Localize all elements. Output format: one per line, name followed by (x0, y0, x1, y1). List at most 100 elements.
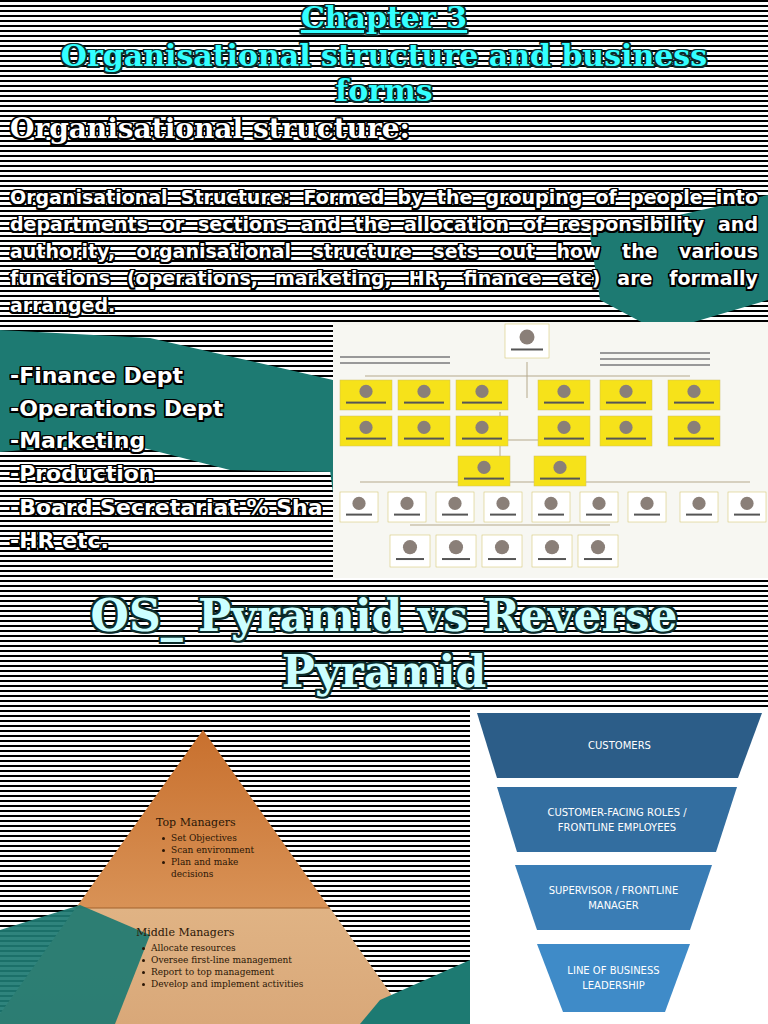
org-box (458, 456, 510, 486)
text-block: Organisational structure and business fo… (10, 38, 758, 108)
band-fill (515, 865, 712, 930)
org-box (388, 492, 426, 522)
band-label: SUPERVISOR / FRONTLINE MANAGER (544, 883, 684, 913)
name-bar (490, 514, 516, 516)
band-shape (515, 865, 712, 930)
portrait (740, 497, 753, 510)
definition-text: Organisational Structure: Formed by the … (10, 184, 758, 319)
tier-heading: Middle Managers (136, 925, 314, 940)
org-box (668, 380, 720, 410)
portrait (591, 540, 605, 554)
portrait (359, 385, 372, 398)
name-bar (734, 514, 760, 516)
name-bar (488, 558, 516, 560)
department-item: -Production (10, 460, 155, 488)
portrait (545, 540, 559, 554)
portrait (359, 421, 372, 434)
org-box (580, 492, 618, 522)
org-box (456, 416, 508, 446)
bullet-text: Plan and make decisions (171, 856, 264, 880)
org-box (600, 416, 652, 446)
reverse-pyramid-panel (470, 708, 768, 1024)
org-chart-image (340, 324, 766, 567)
teal-swoosh (360, 960, 470, 1024)
tier-heading: Top Managers (156, 815, 264, 830)
bullet-dot (162, 849, 165, 852)
org-note (600, 352, 710, 354)
band-label: CUSTOMER-FACING ROLES / FRONTLINE EMPLOY… (537, 805, 697, 835)
name-bar (464, 478, 504, 480)
text-block: -Operations Dept (10, 395, 330, 423)
org-box (532, 492, 570, 522)
org-chart-panel (333, 322, 768, 578)
org-box (436, 535, 476, 567)
pyramid-tier: Top ManagersSet ObjectivesScan environme… (156, 815, 264, 880)
text-block: -Finance Dept (10, 362, 330, 390)
name-bar (396, 558, 424, 560)
bullet-text: Report to top management (151, 966, 274, 978)
org-box (390, 535, 430, 567)
bullet-row: Scan environment (162, 844, 264, 856)
name-bar (538, 514, 564, 516)
section-heading: OS_ Pyramid vs Reverse Pyramid (10, 588, 758, 700)
tier-divider (76, 908, 330, 909)
reverse-pyramid-band: SUPERVISOR / FRONTLINE MANAGER (515, 865, 712, 930)
portrait (403, 540, 417, 554)
name-bar (674, 402, 714, 404)
portrait (496, 497, 509, 510)
name-bar (442, 514, 468, 516)
band-label: CUSTOMERS (588, 738, 651, 753)
org-box (680, 492, 718, 522)
portrait (687, 385, 700, 398)
portrait (553, 461, 566, 474)
name-bar (586, 514, 612, 516)
bullet-text: Set Objectives (171, 832, 237, 844)
bullet-dot (142, 971, 145, 974)
name-bar (462, 402, 502, 404)
bullet-text: Allocate resources (151, 942, 236, 954)
portrait (520, 329, 535, 344)
portrait (619, 421, 632, 434)
name-bar (686, 514, 712, 516)
bullet-row: Report to top management (142, 966, 314, 978)
text-block: Organisational structure: (10, 112, 758, 146)
portrait (475, 385, 488, 398)
portrait (557, 421, 570, 434)
portrait (640, 497, 653, 510)
org-box (436, 492, 474, 522)
org-box (538, 380, 590, 410)
department-item: -Finance Dept (10, 362, 183, 390)
org-box (398, 416, 450, 446)
portrait (400, 497, 413, 510)
org-note (340, 362, 450, 364)
bullet-dot (162, 861, 165, 864)
text-block: -Marketing (10, 427, 330, 455)
teal-swoosh (0, 905, 150, 1024)
org-box (340, 380, 392, 410)
band-label: LINE OF BUSINESS LEADERSHIP (564, 963, 664, 993)
band-shape (497, 787, 737, 852)
org-box (538, 416, 590, 446)
bullet-text: Oversee first-line management (151, 954, 292, 966)
org-box (600, 380, 652, 410)
name-bar (404, 438, 444, 440)
org-box (340, 492, 378, 522)
pyramid-tier: Middle ManagersAllocate resourcesOversee… (136, 925, 314, 990)
org-box (398, 380, 450, 410)
name-bar (538, 558, 566, 560)
portrait (475, 421, 488, 434)
org-box (484, 492, 522, 522)
name-bar (584, 558, 612, 560)
org-lines (360, 362, 750, 525)
bullet-dot (162, 837, 165, 840)
band-fill (537, 944, 690, 1012)
org-note (340, 356, 450, 358)
section-heading: Organisational structure: (10, 112, 758, 146)
name-bar (346, 514, 372, 516)
bullet-dot (142, 983, 145, 986)
name-bar (674, 438, 714, 440)
name-bar (606, 438, 646, 440)
pyramid-top-tier (0, 730, 412, 1024)
